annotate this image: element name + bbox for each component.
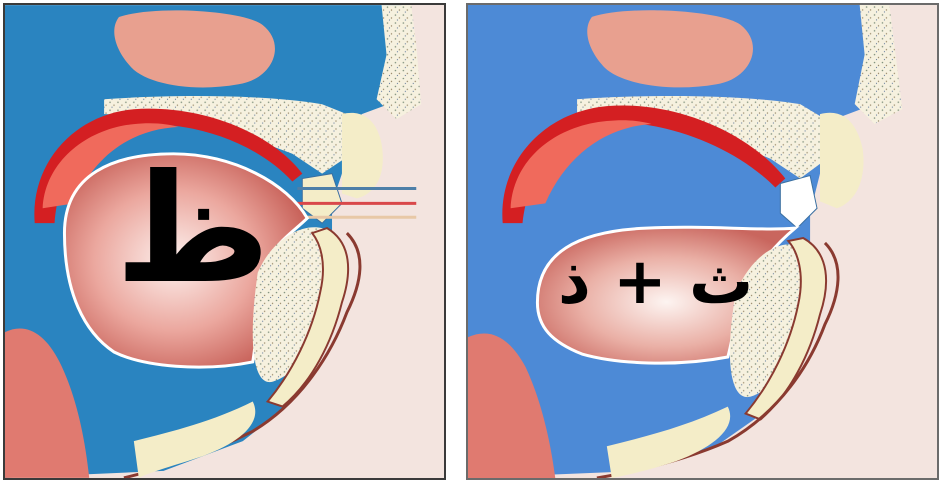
left-panel: ظ [3,3,446,480]
letters-tha-plus-thal: ث + ذ [558,250,753,314]
upper-lip [820,113,863,209]
right-panel: ث + ذ [466,3,939,480]
upper-lip [342,113,383,198]
letter-zah: ظ [115,155,271,305]
right-sagittal-diagram [468,5,937,478]
